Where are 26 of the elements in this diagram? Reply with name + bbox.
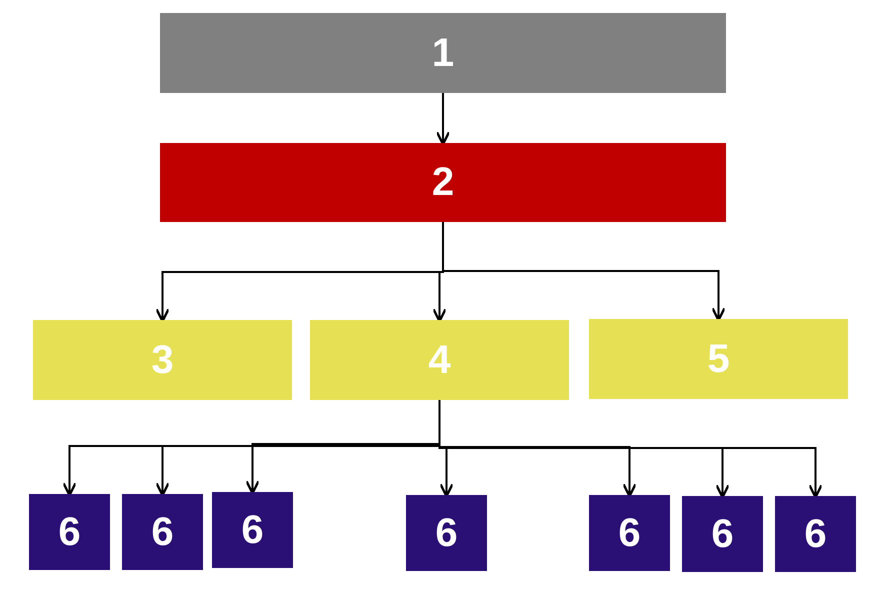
arrow	[442, 222, 726, 322]
process-box	[122, 494, 203, 570]
process-box	[310, 320, 569, 400]
process-box	[160, 143, 726, 222]
arrow	[436, 93, 450, 146]
box-label: 6	[58, 510, 81, 554]
box-label: 1	[432, 30, 454, 76]
box-label: 2	[432, 160, 454, 205]
box-label: 6	[804, 512, 827, 556]
process-box	[160, 13, 726, 93]
process-box	[775, 496, 856, 572]
process-box	[589, 319, 848, 399]
box-label: 6	[435, 510, 458, 556]
process-box	[29, 494, 110, 570]
process-box	[589, 495, 670, 571]
box-label: 4	[428, 338, 451, 382]
box-label: 6	[618, 510, 641, 556]
box-label: 6	[241, 508, 264, 552]
box-label: 3	[151, 338, 174, 382]
process-box	[33, 320, 292, 400]
box-label: 6	[151, 510, 174, 554]
process-box	[682, 496, 763, 572]
process-box	[212, 492, 293, 568]
process-box	[406, 495, 487, 571]
box-label: 6	[711, 512, 734, 556]
box-label: 5	[707, 336, 730, 382]
